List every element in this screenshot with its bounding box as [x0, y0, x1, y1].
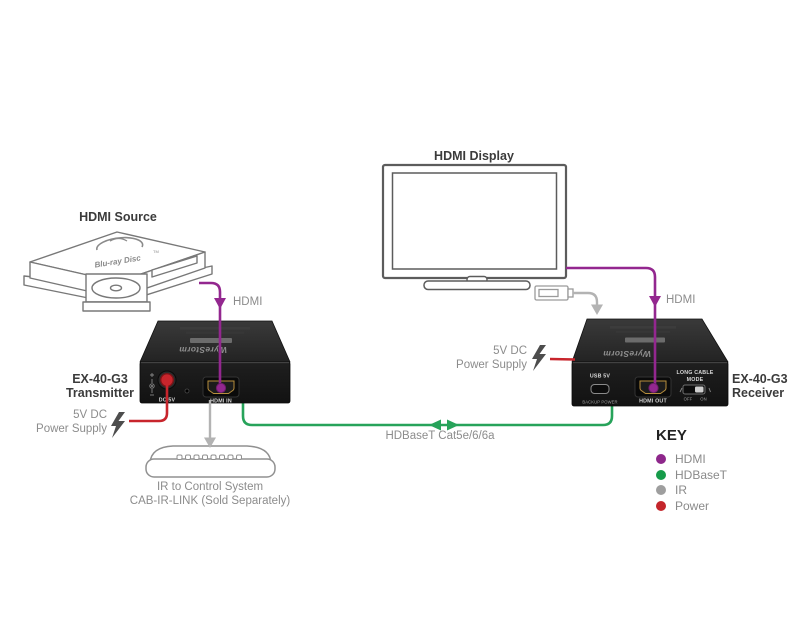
- hdmi-source-arrow-icon: [214, 298, 226, 309]
- hdmi-out-plug: [648, 382, 659, 394]
- usb-port-sublabel: BACKUP POWER: [582, 400, 617, 405]
- legend-item-ir: IR: [656, 482, 727, 498]
- legend-item-hdmi: HDMI: [656, 451, 727, 467]
- hdbaset-arrow-right-icon: [447, 419, 459, 431]
- hdmi-dot-icon: [656, 453, 666, 464]
- hdmi-out-label: HDMI OUT: [639, 398, 667, 404]
- hdbaset-arrow-left-icon: [429, 419, 441, 431]
- lightning-bolt-rx-icon: [532, 345, 546, 371]
- player-slot: [151, 255, 198, 278]
- tv-screen: [391, 172, 558, 270]
- usb-power-cable: [573, 291, 599, 306]
- mode-off-label: OFF: [684, 397, 693, 402]
- legend-title: KEY: [656, 427, 687, 444]
- source-title: HDMI Source: [79, 210, 157, 224]
- tv-stand: [423, 280, 531, 291]
- lightning-bolt-tx-icon: [111, 412, 125, 438]
- legend-item-hdbaset: HDBaseT: [656, 467, 727, 483]
- usb-port-label: USB 5V: [590, 374, 611, 380]
- receiver-box: WyreStorm USB 5V BACKUP POWER HDMI OUT L…: [571, 318, 729, 407]
- bluray-player: [23, 231, 213, 312]
- hdmi-in-label: HDMI IN: [210, 398, 232, 404]
- hdmi-cable-source: [199, 281, 222, 385]
- receiver-role: Receiver: [732, 385, 785, 400]
- disc-tray-lip: [82, 301, 151, 312]
- hdmi-display-cable-label: HDMI: [666, 294, 696, 306]
- transmitter-name: EX-40-G3 Transmitter: [40, 372, 160, 400]
- receiver-model: EX-40-G3: [732, 372, 788, 386]
- legend: KEY HDMI HDBaseT IR Power: [656, 427, 727, 514]
- hdmi-cable-display: [566, 266, 657, 385]
- usb-power-arrow-icon: [591, 304, 603, 315]
- receiver-name: EX-40-G3 Receiver: [732, 372, 788, 400]
- ir-window: [184, 388, 190, 394]
- hdbaset-cable: [241, 399, 614, 427]
- power-dot-icon: [656, 500, 666, 511]
- rx-power-supply-label: 5V DC Power Supply: [456, 345, 527, 371]
- usb-power-dongle: [534, 285, 574, 301]
- mode-switch-knob: [695, 386, 704, 393]
- receiver-brand-logo: WyreStorm: [603, 349, 651, 359]
- ir-arrow-icon: [204, 437, 216, 448]
- mode-label-line2: MODE: [687, 377, 704, 383]
- legend-item-power: Power: [656, 498, 727, 514]
- tv-display: [381, 163, 568, 291]
- hdbaset-dot-icon: [656, 469, 666, 480]
- polarity-icon: [149, 373, 155, 396]
- hdmi-in-plug: [215, 382, 227, 394]
- transmitter-model: EX-40-G3: [72, 372, 128, 386]
- ir-control-box: [145, 445, 276, 478]
- ir-dot-icon: [656, 485, 666, 496]
- tx-power-supply-label: 5V DC Power Supply: [36, 409, 107, 435]
- transmitter-brand-logo: WyreStorm: [179, 345, 227, 355]
- usb-port: [590, 384, 610, 394]
- disc-hole: [109, 284, 123, 292]
- mode-on-label: ON: [700, 397, 706, 402]
- display-title: HDMI Display: [434, 149, 514, 163]
- bluray-logo-tm: TM: [153, 249, 159, 254]
- mode-label-line1: LONG CABLE: [676, 370, 713, 376]
- power-cable-rx: [549, 357, 576, 361]
- power-cable-tx: [129, 384, 169, 423]
- transmitter-role: Transmitter: [65, 385, 135, 400]
- hdmi-display-arrow-icon: [649, 296, 661, 307]
- hdbaset-cable-label: HDBaseT Cat5e/6/6a: [385, 430, 495, 442]
- ir-control-label: IR to Control System CAB-IR-LINK (Sold S…: [129, 481, 291, 507]
- transmitter-box: WyreStorm DC 5V HDMI IN: [139, 320, 291, 404]
- hdmi-source-cable-label: HDMI: [233, 296, 263, 308]
